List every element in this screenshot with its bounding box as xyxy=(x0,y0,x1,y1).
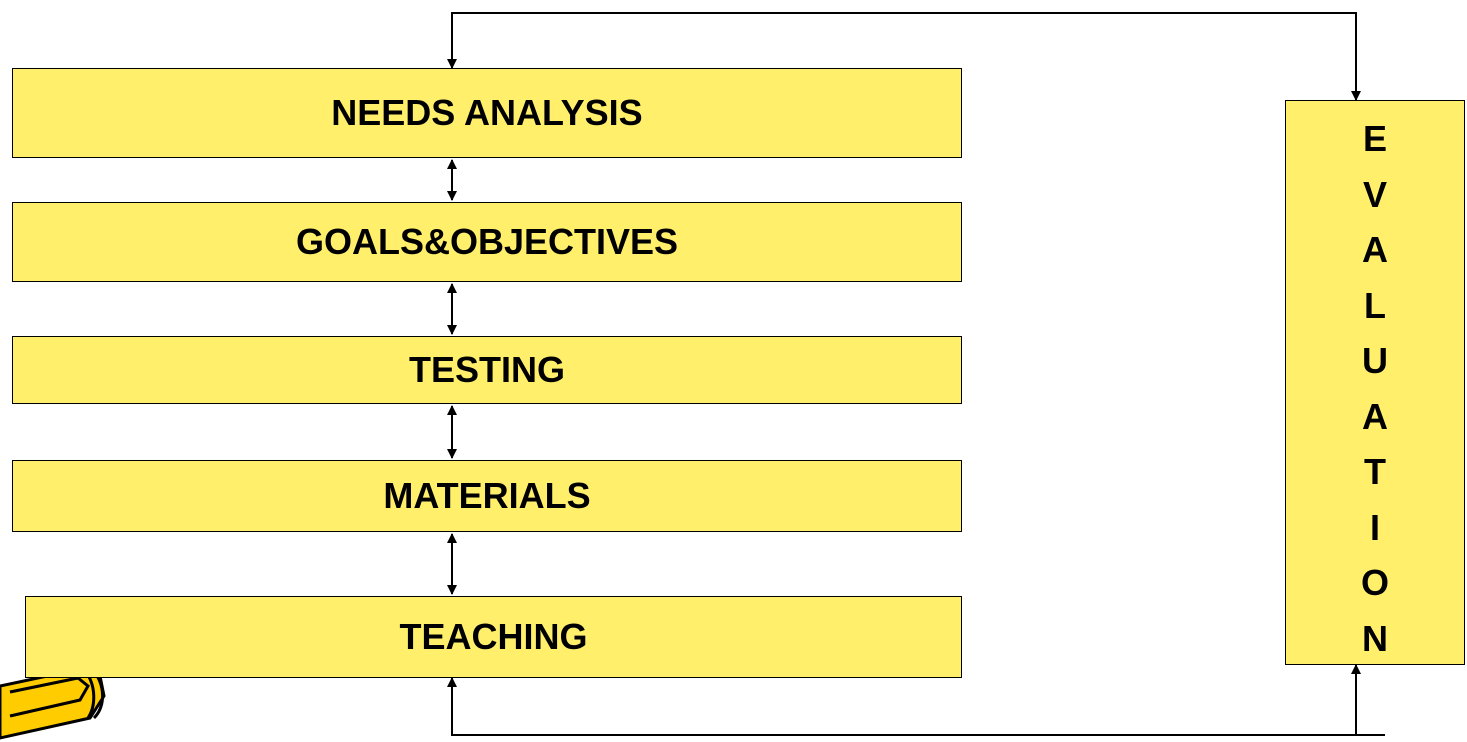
evaluation-letter: T xyxy=(1364,451,1386,492)
needs-analysis-label: NEEDS ANALYSIS xyxy=(331,92,643,133)
teaching-box: TEACHING xyxy=(25,596,962,678)
goals-objectives-box: GOALS&OBJECTIVES xyxy=(12,202,962,282)
goals-objectives-label: GOALS&OBJECTIVES xyxy=(295,221,679,262)
evaluation-letter: A xyxy=(1362,395,1388,437)
evaluation-letter: O xyxy=(1360,562,1389,603)
testing-box: TESTING xyxy=(12,336,962,404)
bottom-feedback-line xyxy=(447,664,1361,736)
materials-label: MATERIALS xyxy=(383,475,591,516)
top-feedback-line xyxy=(447,12,1361,101)
materials-box: MATERIALS xyxy=(12,460,962,532)
evaluation-box: E V A L U A T I O N xyxy=(1285,100,1465,665)
needs-analysis-box: NEEDS ANALYSIS xyxy=(12,68,962,158)
evaluation-letter: A xyxy=(1362,229,1388,270)
evaluation-letter: L xyxy=(1364,284,1386,326)
testing-label: TESTING xyxy=(408,349,565,390)
evaluation-letter: N xyxy=(1362,617,1388,659)
evaluation-letter: U xyxy=(1362,340,1388,381)
evaluation-letter: I xyxy=(1369,506,1380,548)
evaluation-letter: E xyxy=(1362,118,1387,159)
teaching-label: TEACHING xyxy=(399,616,588,657)
evaluation-letter: V xyxy=(1362,173,1387,215)
